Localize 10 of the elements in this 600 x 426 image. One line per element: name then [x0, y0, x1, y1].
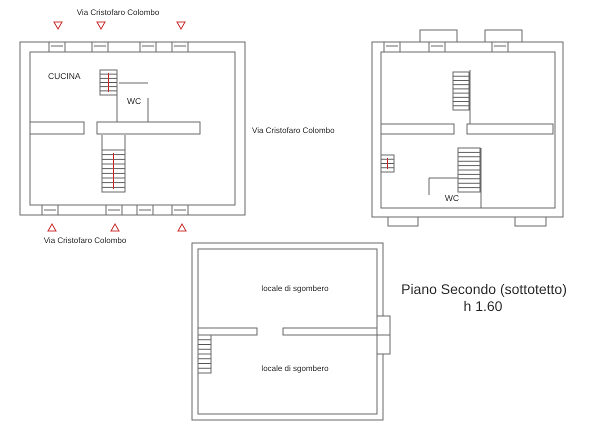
room-label: WC — [444, 194, 460, 204]
room-label: locale di sgombero — [261, 284, 329, 294]
floor-title: Piano Secondo (sottotetto) — [401, 282, 567, 298]
room-label: CUCINA — [48, 72, 81, 82]
room-label: locale di sgombero — [261, 364, 329, 374]
room-label: WC — [127, 97, 142, 107]
street-label: Via Cristofaro Colombo — [44, 236, 126, 246]
street-label: Via Cristofaro Colombo — [76, 8, 160, 18]
ceiling-height: h 1.60 — [464, 299, 502, 315]
street-label: Via Cristofaro Colombo — [252, 126, 335, 136]
